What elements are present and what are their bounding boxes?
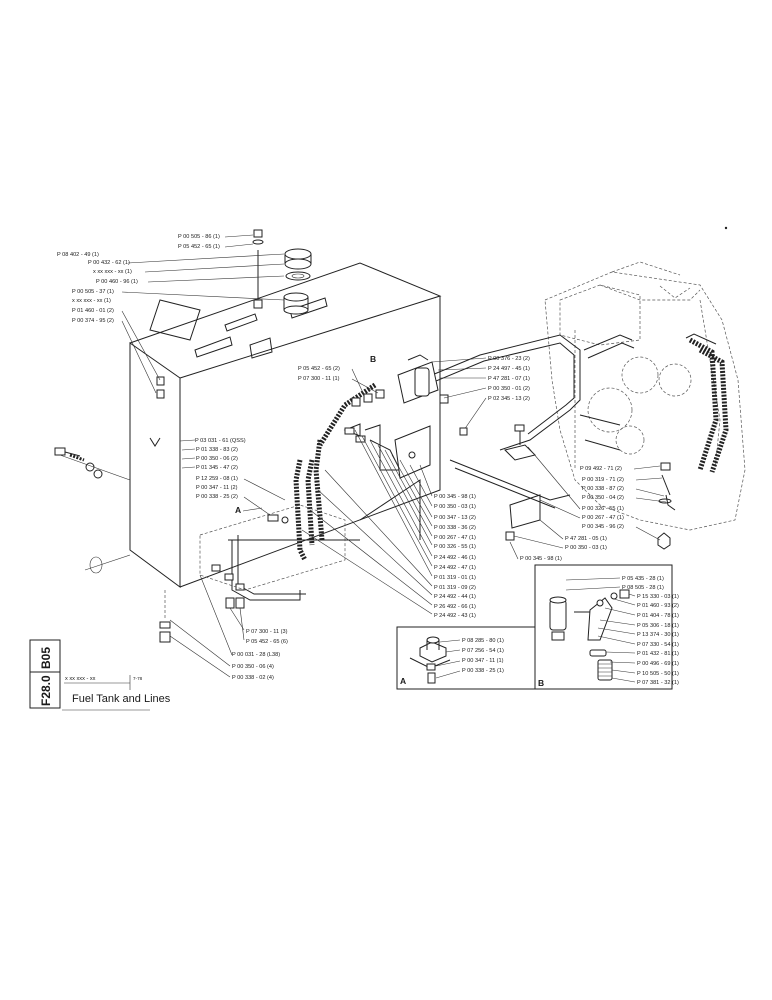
callout-c-5: P 00 267 - 47 (1) [434,535,476,541]
callout-left-5: x xx xxx - xx (1) [93,269,132,275]
label-a-marker: A [235,505,241,515]
callout-b-10: P 00 496 - 69 (1) [637,661,679,667]
callout-tr-4: P 00 350 - 01 (2) [488,386,530,392]
mounting-bolts-left [54,447,131,481]
callout-c-4: P 00 338 - 36 (2) [434,525,476,531]
group-code-secondary: F28.0 [39,675,53,706]
stray-mark [724,226,728,230]
callout-mid-7: P 12 259 - 08 (1) [196,476,238,482]
callout-left-7: P 00 505 - 37 (1) [72,289,114,295]
callout-c-6: P 00 326 - 55 (1) [434,544,476,550]
callout-a-2: P 07 256 - 54 (1) [462,648,504,654]
detail-box-b: B P 05 435 - 28 (1) P 08 505 - 28 (1) P … [534,564,679,690]
callout-left-8: x xx xxx - xx (1) [72,298,111,304]
callouts-mid-group: B P 05 452 - 65 (2) P 07 300 - 11 (1) P … [179,354,379,516]
callout-b-4: P 01 460 - 93 (2) [637,603,679,609]
callout-mid-4: P 01 338 - 83 (2) [196,447,238,453]
engine-return-hose [685,333,729,473]
callouts-top-right-group: P 00 376 - 23 (2) P 24 497 - 45 (1) P 47… [431,356,530,436]
callout-b-11: P 10 505 - 50 (1) [637,671,679,677]
callout-bl-1: P 07 300 - 11 (3) [246,629,288,635]
sheet-date: 7-78 [133,676,143,681]
callout-r-2: P 00 319 - 71 (2) [582,477,624,483]
callout-r-6: P 00 267 - 47 (1) [582,515,624,521]
callout-r-8: P 47 281 - 05 (1) [565,536,607,542]
callout-r-5: P 00 326 - 55 (1) [582,506,624,512]
callout-b-2: P 08 505 - 28 (1) [622,585,664,591]
callout-a-3: P 00 347 - 11 (1) [462,658,504,664]
callout-left-3: P 08 402 - 49 (1) [57,252,99,258]
callout-left-2: P 05 452 - 65 (1) [178,244,220,250]
callout-c-9: P 01 319 - 01 (1) [434,575,476,581]
callout-r-4: P 00 350 - 04 (2) [582,495,624,501]
callout-bl-2: P 05 452 - 65 (6) [246,639,288,645]
callouts-center-group: P 00 345 - 98 (1) P 00 350 - 03 (1) P 00… [301,429,476,619]
callout-bl-4: P 00 350 - 06 (4) [232,664,274,670]
callout-mid-6: P 01 345 - 47 (2) [196,465,238,471]
callout-b-5: P 01 404 - 78 (1) [637,613,679,619]
callout-c-3: P 00 347 - 13 (2) [434,515,476,521]
callout-c-1: P 00 345 - 98 (1) [434,494,476,500]
callout-tr-2: P 24 497 - 45 (1) [488,366,530,372]
callout-c-10: P 01 319 - 09 (2) [434,585,476,591]
callout-r-9: P 00 350 - 03 (1) [565,545,607,551]
callout-left-1: P 00 505 - 86 (1) [178,234,220,240]
callout-r-1: P 09 492 - 71 (2) [580,466,622,472]
group-code-primary: B05 [39,647,53,669]
callout-tr-1: P 00 376 - 23 (2) [488,356,530,362]
label-b-marker: B [370,354,376,364]
callout-mid-8: P 00 347 - 11 (2) [196,485,238,491]
callout-c-2: P 00 350 - 03 (1) [434,504,476,510]
callout-r-7: P 00 345 - 96 (2) [582,524,624,530]
callout-c-11: P 24 492 - 44 (1) [434,594,476,600]
callout-a-4: P 00 338 - 25 (1) [462,668,504,674]
callout-a-1: P 08 285 - 80 (1) [462,638,504,644]
callout-bl-5: P 00 338 - 02 (4) [232,675,274,681]
callout-b-7: P 13 374 - 30 (1) [637,632,679,638]
callout-c-8: P 24 492 - 47 (1) [434,565,476,571]
callout-mid-9: P 00 338 - 25 (2) [196,494,238,500]
callout-tr-3: P 47 281 - 07 (1) [488,376,530,382]
callouts-right-group: P 09 492 - 71 (2) P 00 319 - 71 (2) P 00… [509,446,667,562]
callout-r-10: P 00 345 - 98 (1) [520,556,562,562]
callout-c-7: P 24 492 - 46 (1) [434,555,476,561]
callout-b-6: P 05 306 - 18 (1) [637,623,679,629]
callout-bl-3: P 00 031 - 28 (L38) [232,652,280,658]
callout-b-8: P 07 330 - 54 (1) [637,642,679,648]
callout-mid-2: P 07 300 - 11 (1) [298,376,340,382]
callouts-bottom-left-group: P 07 300 - 11 (3) P 05 452 - 65 (6) P 00… [159,574,288,681]
fuel-lines [211,334,676,609]
detail-a-area [199,504,346,591]
callout-left-4: P 00 432 - 62 (1) [88,260,130,266]
sheet-title: Fuel Tank and Lines [72,693,171,705]
callout-b-9: P 01 432 - 81 (1) [637,651,679,657]
detail-a-label: A [400,676,406,686]
callout-b-12: P 07 381 - 32 (1) [637,680,679,686]
callout-r-3: P 00 338 - 87 (2) [582,486,624,492]
callout-mid-3: P 03 031 - 61 (QSS) [195,438,246,444]
callout-b-1: P 05 435 - 28 (1) [622,576,664,582]
callout-b-3: P 15 330 - 03 (1) [637,594,679,600]
title-block: B05 F28.0 x xx xxx - xx 7-78 Fuel Tank a… [29,639,171,711]
callout-left-9: P 01 460 - 01 (2) [72,308,114,314]
callout-mid-1: P 05 452 - 65 (2) [298,366,340,372]
callouts-left-group: P 00 505 - 86 (1) P 05 452 - 65 (1) P 08… [57,234,285,394]
callout-c-13: P 24 492 - 43 (1) [434,613,476,619]
callout-c-12: P 26 492 - 66 (1) [434,604,476,610]
sheet-serial: x xx xxx - xx [65,676,96,682]
callout-mid-5: P 00 350 - 06 (2) [196,456,238,462]
detail-box-a: A P 08 285 - 80 (1) P 07 256 - 54 (1) P … [396,626,536,690]
detail-b-label: B [538,678,544,688]
callout-left-10: P 00 374 - 95 (2) [72,318,114,324]
fuel-tank [84,229,442,588]
callout-left-6: P 00 460 - 96 (1) [96,279,138,285]
callout-tr-5: P 02 345 - 13 (2) [488,396,530,402]
